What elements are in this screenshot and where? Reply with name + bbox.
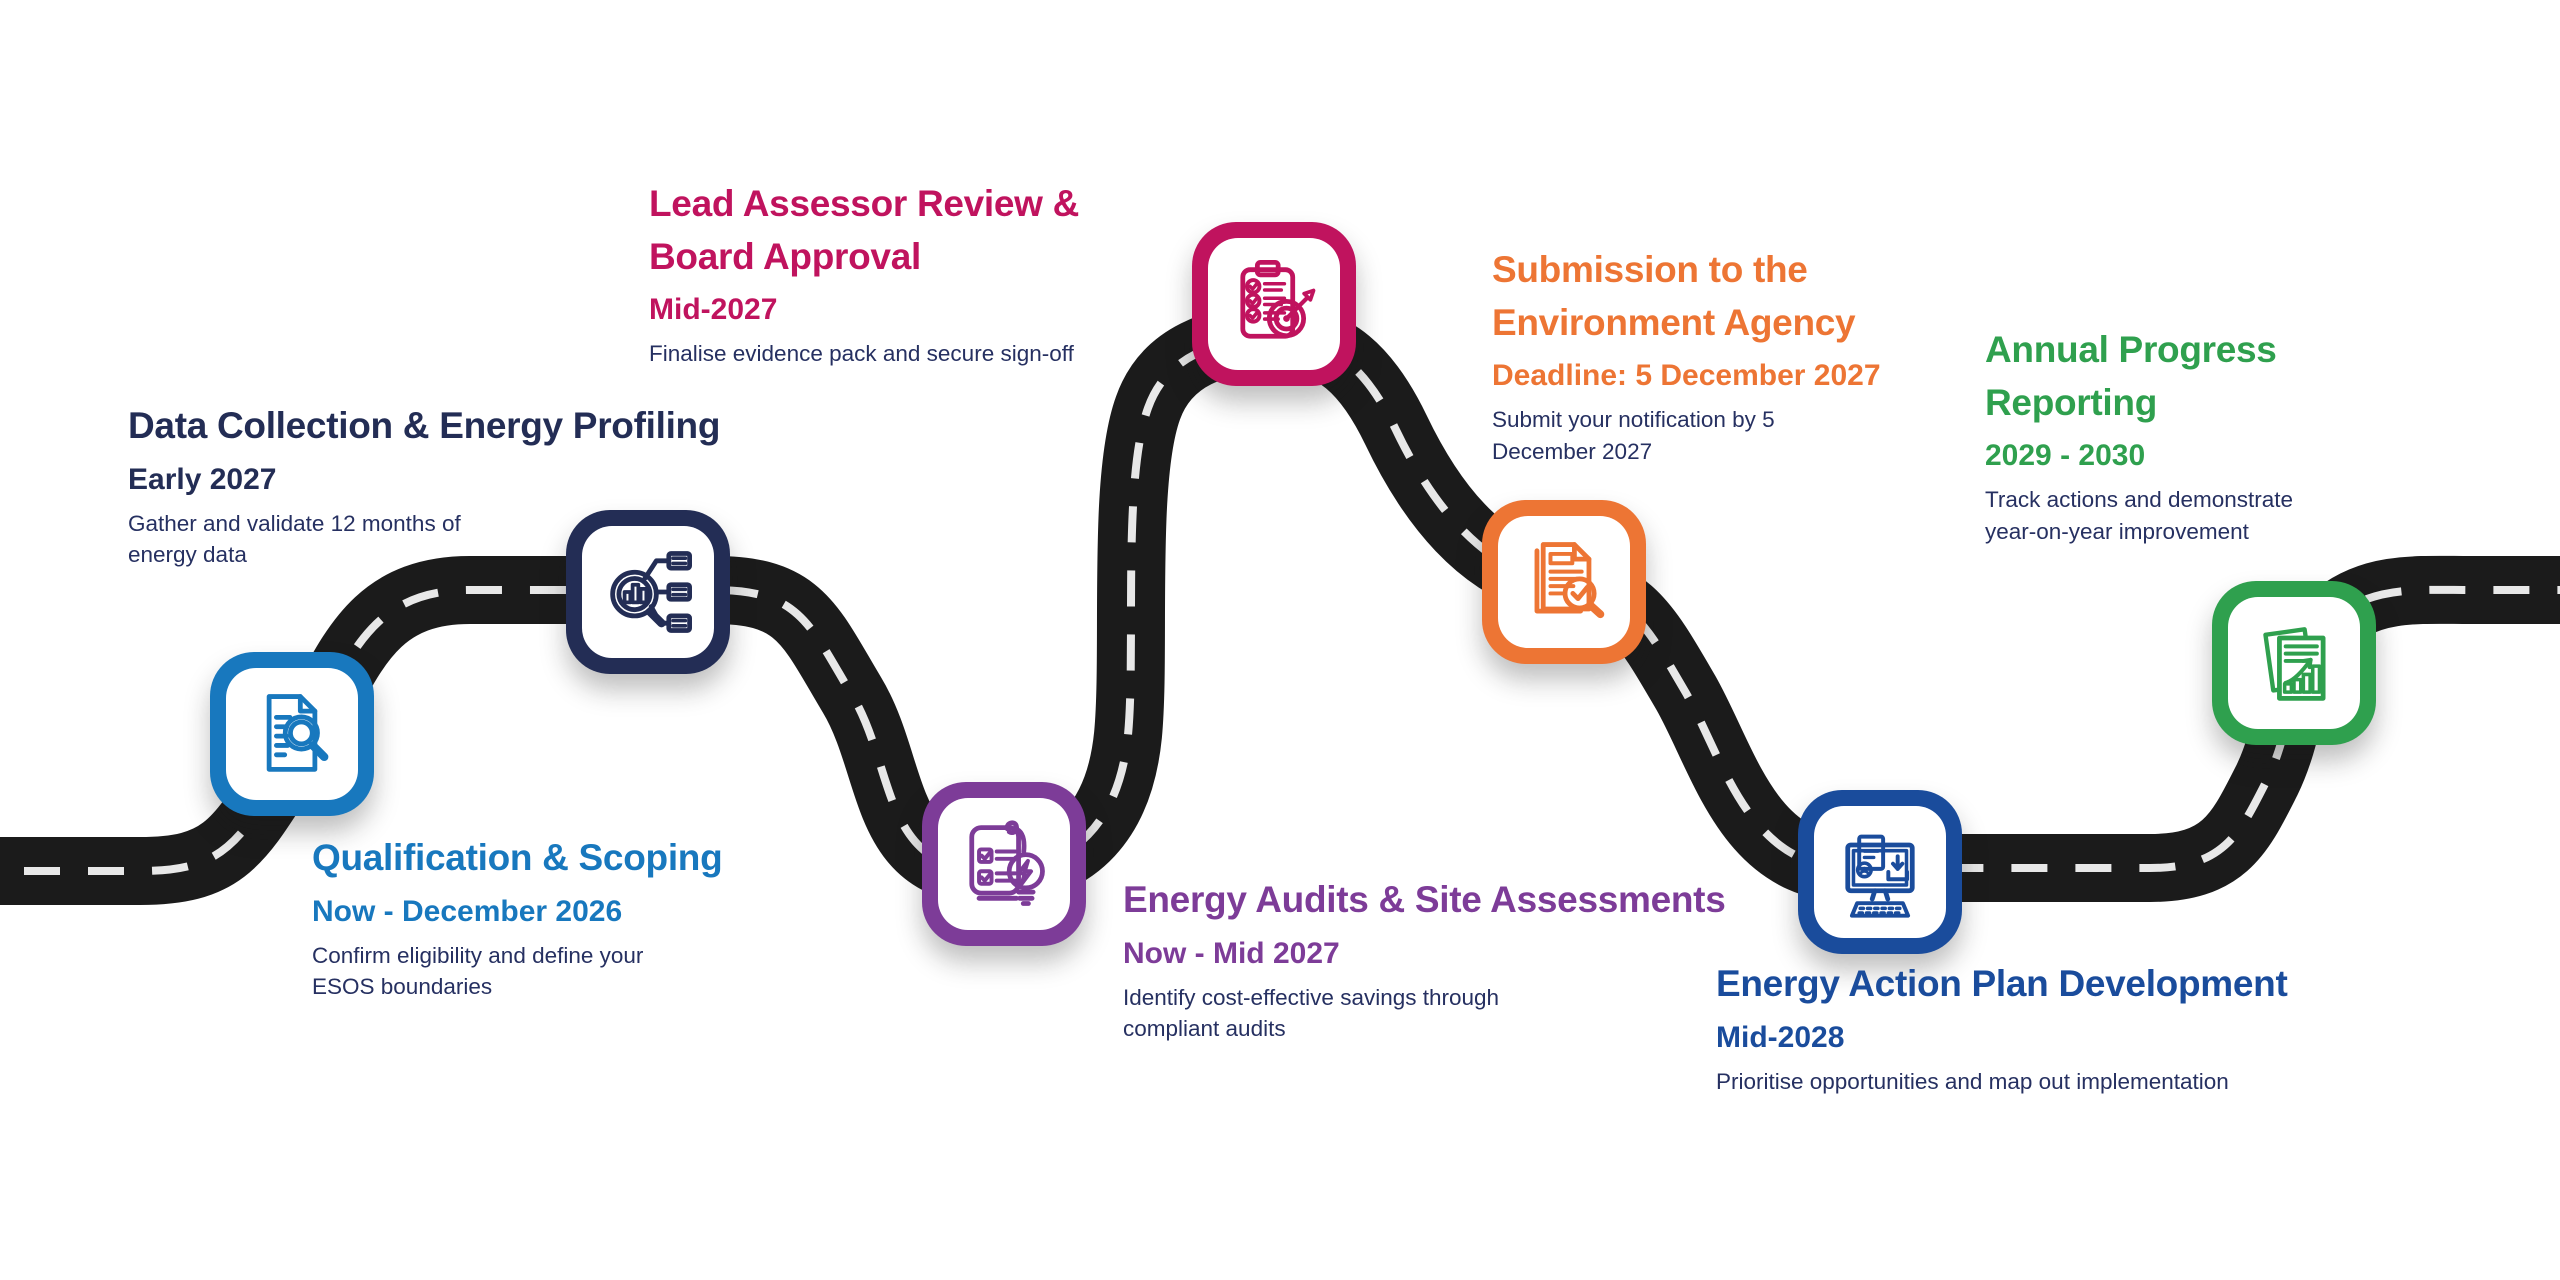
milestone-date: Early 2027 (128, 462, 277, 496)
road-center-line (0, 333, 2560, 876)
milestone-tile-submission (1482, 500, 1646, 664)
report-growth-icon (2242, 611, 2346, 715)
milestone-tile-annual-reporting (2212, 581, 2376, 745)
milestone-date: 2029 - 2030 (1985, 439, 2146, 473)
milestone-card-annual-reporting: Annual Progress Reporting 2029 - 2030 Tr… (1985, 324, 2345, 548)
milestone-description: Prioritise opportunities and map out imp… (1716, 1068, 2229, 1094)
milestone-description: Identify cost-effective savings through … (1123, 984, 1500, 1042)
milestone-title: Submission to the Environment Agency (1492, 249, 1856, 343)
milestone-description: Track actions and demonstrate year-on-ye… (1985, 487, 2294, 544)
milestone-tile-energy-audits (922, 782, 1086, 946)
milestone-tile-action-plan (1798, 790, 1962, 954)
computer-download-icon (1828, 820, 1932, 924)
milestone-card-data-collection: Data Collection & Energy Profiling Early… (128, 400, 720, 571)
milestone-card-submission: Submission to the Environment Agency Dea… (1492, 244, 1912, 468)
document-check-magnifier-icon (1512, 530, 1616, 634)
milestone-title: Energy Audits & Site Assessments (1123, 879, 1726, 920)
milestone-title: Annual Progress Reporting (1985, 329, 2277, 423)
milestone-description: Gather and validate 12 months of energy … (128, 510, 461, 568)
milestone-date: Mid-2027 (649, 293, 778, 327)
milestone-date: Deadline: 5 December 2027 (1492, 359, 1881, 393)
checklist-lightbulb-icon (952, 812, 1056, 916)
document-magnifier-icon (240, 682, 344, 786)
milestone-card-action-plan: Energy Action Plan Development Mid-2028 … (1716, 958, 2288, 1097)
milestone-description: Confirm eligibility and define your ESOS… (312, 942, 644, 1000)
milestone-tile-lead-assessor (1192, 222, 1356, 386)
milestone-tile-qualification (210, 652, 374, 816)
milestone-title: Energy Action Plan Development (1716, 963, 2288, 1004)
milestone-title: Qualification & Scoping (312, 837, 723, 878)
milestone-card-qualification: Qualification & Scoping Now - December 2… (312, 832, 723, 1003)
milestone-card-energy-audits: Energy Audits & Site Assessments Now - M… (1123, 874, 1726, 1045)
milestone-title: Data Collection & Energy Profiling (128, 405, 721, 446)
milestone-description: Finalise evidence pack and secure sign-o… (649, 341, 1074, 367)
milestone-tile-data-collection (566, 510, 730, 674)
milestone-title: Lead Assessor Review & Board Approval (649, 183, 1080, 277)
clipboard-target-icon (1222, 252, 1326, 356)
milestone-description: Submit your notification by 5 December 2… (1492, 407, 1775, 464)
data-analysis-icon (596, 540, 700, 644)
milestone-date: Now - Mid 2027 (1123, 936, 1340, 970)
milestone-date: Mid-2028 (1716, 1020, 1845, 1054)
milestone-date: Now - December 2026 (312, 894, 623, 928)
milestone-card-lead-assessor: Lead Assessor Review & Board Approval Mi… (649, 178, 1119, 370)
